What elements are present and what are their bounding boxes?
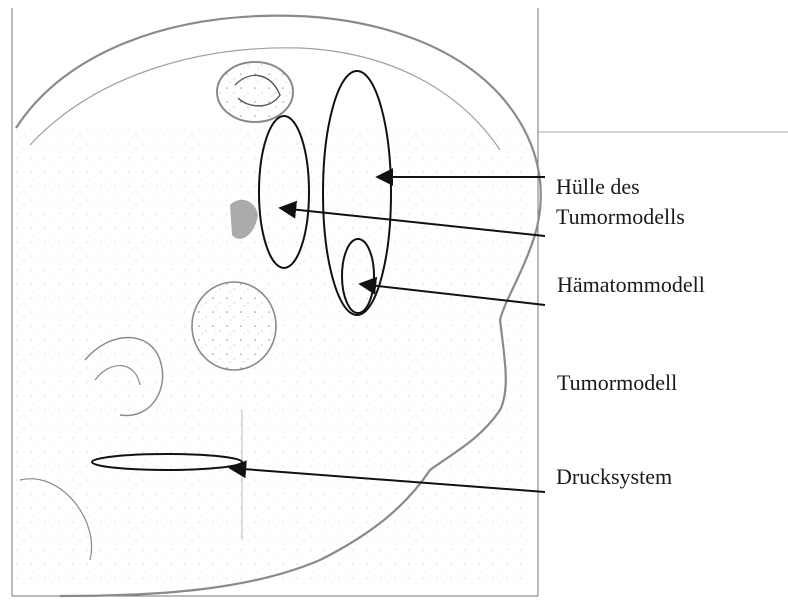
label-tumor-hull: Hülle des Tumormodells	[556, 172, 685, 232]
label-tumor-model: Tumormodell	[557, 368, 677, 398]
top-lesion-sketch	[217, 62, 293, 122]
label-pressure-system: Drucksystem	[556, 462, 672, 492]
label-haematom-model: Hämatommodell	[557, 270, 705, 300]
label-tumor-hull-line1: Hülle des	[556, 172, 685, 202]
head-scan	[16, 16, 541, 596]
label-tumor-hull-line2: Tumormodells	[556, 202, 685, 232]
